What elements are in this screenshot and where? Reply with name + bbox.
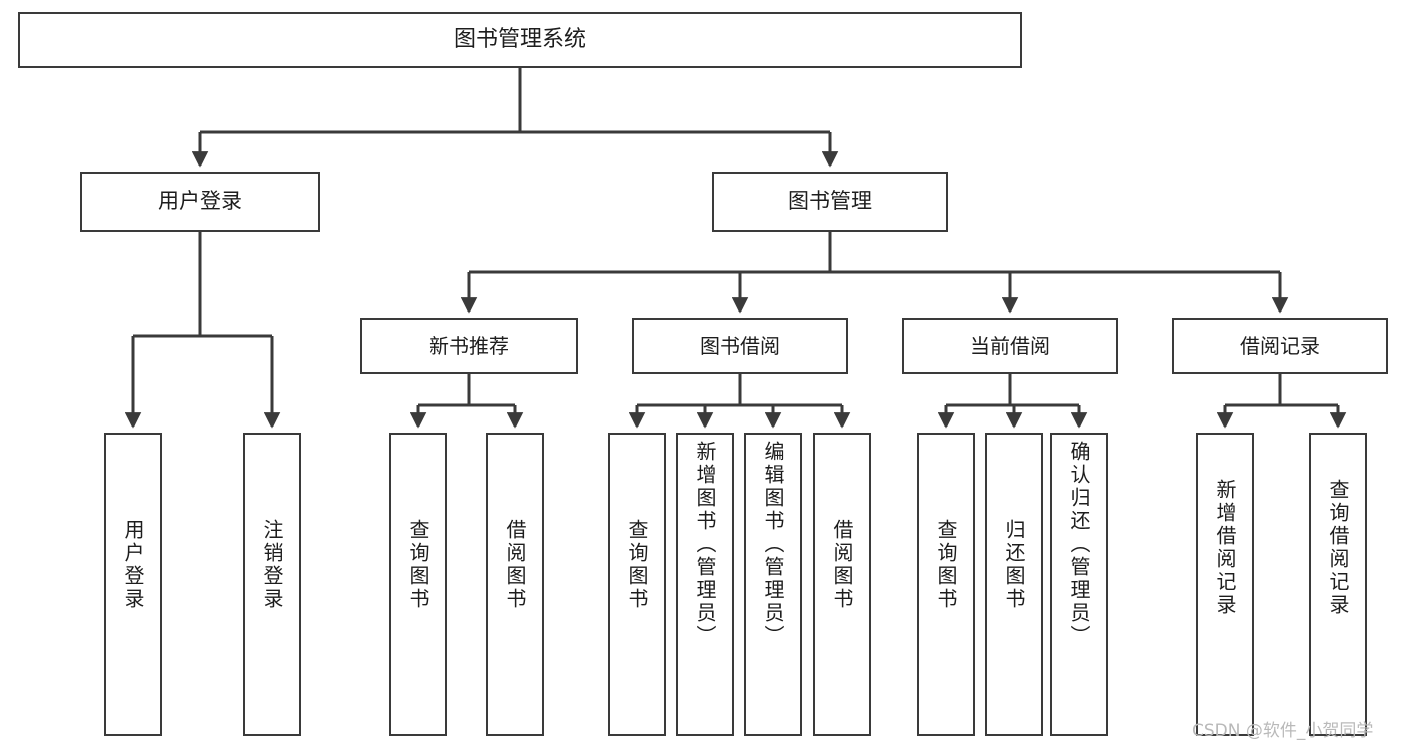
leaf-new-book-query-label: 查询图书 bbox=[406, 519, 430, 611]
node-user-login-label: 用户登录 bbox=[158, 189, 242, 214]
leaf-user-login-signin[interactable]: 用户登录 bbox=[104, 433, 162, 736]
leaf-user-login-signout[interactable]: 注销登录 bbox=[243, 433, 301, 736]
leaf-current-borrow-return-label: 归还图书 bbox=[1002, 519, 1026, 611]
leaf-borrow-records-query-label: 查询借阅记录 bbox=[1326, 479, 1350, 617]
leaf-user-login-signin-label: 用户登录 bbox=[121, 519, 145, 611]
leaf-book-borrow-query-label: 查询图书 bbox=[625, 519, 649, 611]
node-current-borrow[interactable]: 当前借阅 bbox=[902, 318, 1118, 374]
node-new-book-recommend[interactable]: 新书推荐 bbox=[360, 318, 578, 374]
leaf-new-book-borrow[interactable]: 借阅图书 bbox=[486, 433, 544, 736]
leaf-book-borrow-edit[interactable]: 编辑图书（管理员） bbox=[744, 433, 802, 736]
leaf-current-borrow-query-label: 查询图书 bbox=[934, 519, 958, 611]
node-root-book-management-system[interactable]: 图书管理系统 bbox=[18, 12, 1022, 68]
node-root-label: 图书管理系统 bbox=[453, 26, 586, 52]
node-borrow-records[interactable]: 借阅记录 bbox=[1172, 318, 1388, 374]
node-book-management[interactable]: 图书管理 bbox=[712, 172, 948, 232]
watermark: CSDN @软件_小贺同学 bbox=[1192, 721, 1374, 741]
leaf-new-book-borrow-label: 借阅图书 bbox=[503, 519, 527, 611]
leaf-book-borrow-query[interactable]: 查询图书 bbox=[608, 433, 666, 736]
leaf-borrow-records-add-label: 新增借阅记录 bbox=[1213, 479, 1237, 617]
leaf-current-borrow-confirm-return-label: 确认归还（管理员） bbox=[1067, 441, 1091, 648]
leaf-book-borrow-edit-label: 编辑图书（管理员） bbox=[761, 441, 785, 648]
node-book-management-label: 图书管理 bbox=[788, 189, 872, 214]
leaf-borrow-records-add[interactable]: 新增借阅记录 bbox=[1196, 433, 1254, 736]
node-book-borrow-label: 图书借阅 bbox=[700, 333, 780, 358]
leaf-new-book-query[interactable]: 查询图书 bbox=[389, 433, 447, 736]
node-new-book-recommend-label: 新书推荐 bbox=[429, 333, 509, 358]
leaf-book-borrow-add-label: 新增图书（管理员） bbox=[693, 441, 717, 648]
node-user-login[interactable]: 用户登录 bbox=[80, 172, 320, 232]
leaf-user-login-signout-label: 注销登录 bbox=[260, 519, 284, 611]
node-book-borrow[interactable]: 图书借阅 bbox=[632, 318, 848, 374]
node-borrow-records-label: 借阅记录 bbox=[1240, 333, 1320, 358]
node-current-borrow-label: 当前借阅 bbox=[970, 333, 1050, 358]
leaf-book-borrow-borrow-label: 借阅图书 bbox=[830, 519, 854, 611]
leaf-book-borrow-borrow[interactable]: 借阅图书 bbox=[813, 433, 871, 736]
leaf-book-borrow-add[interactable]: 新增图书（管理员） bbox=[676, 433, 734, 736]
leaf-current-borrow-confirm-return[interactable]: 确认归还（管理员） bbox=[1050, 433, 1108, 736]
leaf-current-borrow-query[interactable]: 查询图书 bbox=[917, 433, 975, 736]
leaf-borrow-records-query[interactable]: 查询借阅记录 bbox=[1309, 433, 1367, 736]
leaf-current-borrow-return[interactable]: 归还图书 bbox=[985, 433, 1043, 736]
